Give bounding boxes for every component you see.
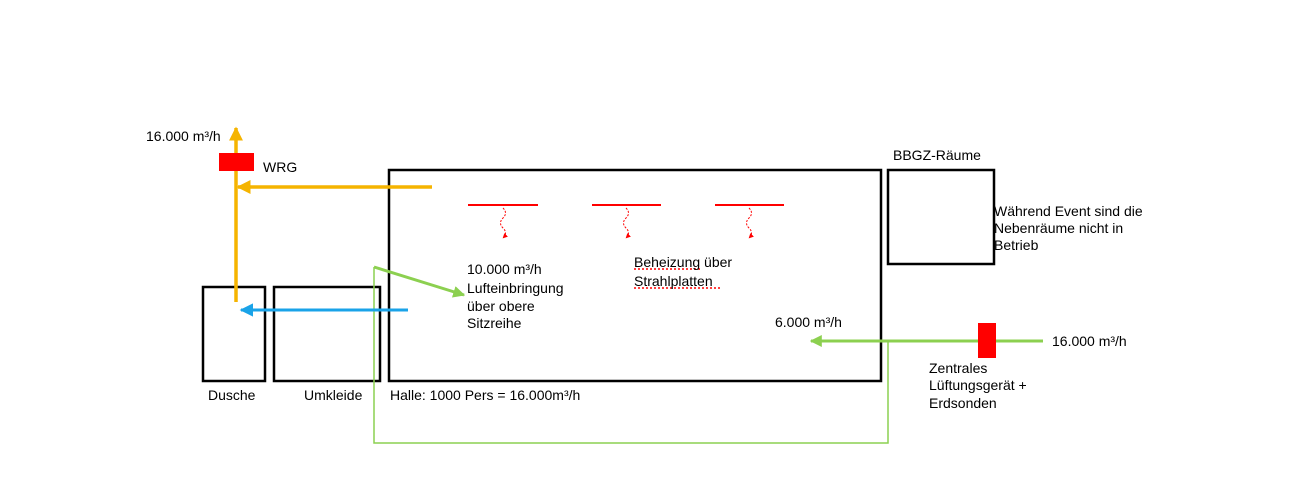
bbgz-rooms-label: BBGZ-Räume [893,147,981,163]
heat-recovery-unit [219,153,254,171]
heating-label: Beheizung über Strahlplatten [634,254,736,289]
central-ventilation-unit [978,323,996,358]
changing-room-label: Umkleide [304,387,363,403]
hall-flow-6000-label: 6.000 m³/h [775,314,842,330]
hall-supply-label: 10.000 m³/h Lufteinbringung über obere S… [467,261,567,331]
radiant-panel-3 [715,204,784,239]
heat-recovery-label: WRG [263,159,297,175]
changing-room-box [272,285,382,383]
hall-box [387,168,883,383]
radiant-panel-2 [592,204,661,239]
heat-wave-icon [500,207,508,239]
radiant-panel-1 [468,204,538,239]
hall-label: Halle: 1000 Pers = 16.000m³/h [390,387,580,403]
supply-duct-loop [373,267,889,444]
central-unit-label: Zentrales Lüftungsgerät + Erdsonden [929,360,1031,411]
shower-box [201,285,267,383]
shower-label: Dusche [208,387,256,403]
intake-flow-label: 16.000 m³/h [1052,333,1127,349]
exhaust-flow-label: 16.000 m³/h [146,128,221,144]
heat-wave-icon [623,207,631,239]
hall-supply-arrow [373,265,466,298]
bbgz-rooms-box [886,168,996,266]
heat-wave-icon [746,207,754,239]
side-rooms-note: Während Event sind die Nebenräume nicht … [994,203,1147,253]
